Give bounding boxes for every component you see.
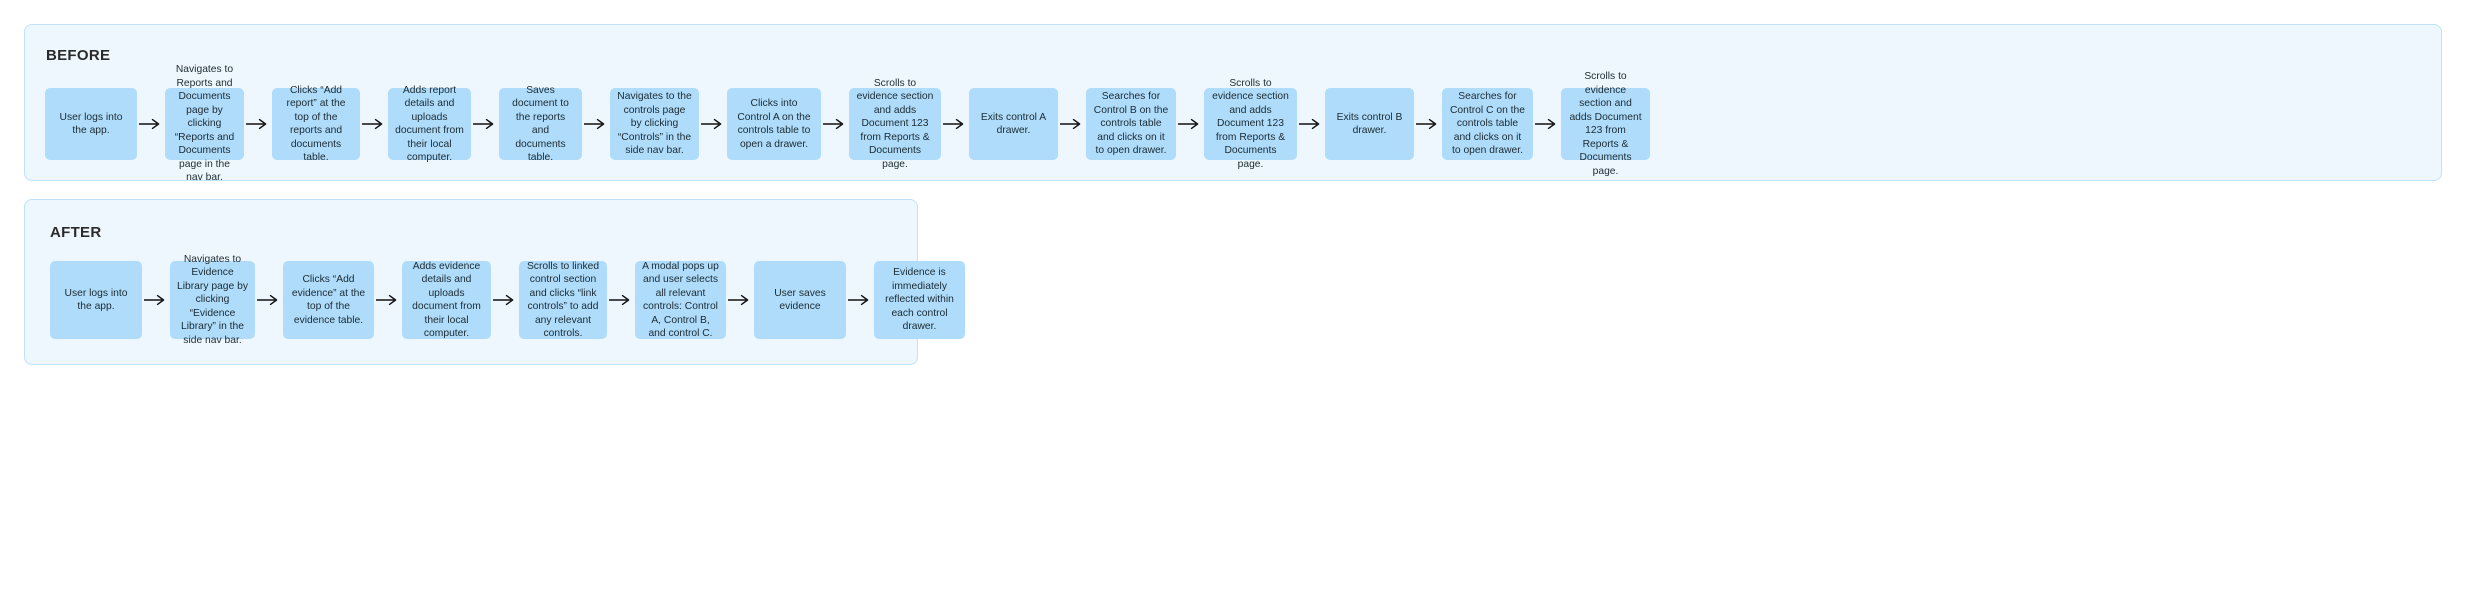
flow-step-node[interactable]: Navigates to the controls page by clicki… (610, 88, 699, 160)
flow-arrow (726, 291, 754, 309)
flow-step-node[interactable]: Adds report details and uploads document… (388, 85, 471, 163)
flow-arrow (607, 291, 635, 309)
flow-arrow (255, 291, 283, 309)
flow-arrow (1176, 115, 1204, 133)
flow-arrow (374, 291, 402, 309)
flow-step-node[interactable]: Evidence is immediately reflected within… (874, 261, 965, 339)
flow-step-label: Scrolls to evidence section and adds Doc… (1569, 71, 1642, 177)
flow-step-label: User saves evidence (774, 287, 826, 313)
flow-step-label: Navigates to Reports and Documents page … (174, 64, 235, 184)
before-panel: BEFORE User logs into the app. Navigates … (24, 24, 2442, 183)
flow-arrow (941, 115, 969, 133)
flow-step-node[interactable]: Searches for Control C on the controls t… (1442, 88, 1533, 160)
flow-step-label: Scrolls to evidence section and adds Doc… (1212, 77, 1289, 170)
flow-step-label: Clicks “Add report” at the top of the re… (286, 84, 346, 164)
flow-step-node[interactable]: Scrolls to evidence section and adds Doc… (1561, 71, 1650, 177)
flow-step-label: Searches for Control B on the controls t… (1093, 91, 1169, 157)
flow-step-node[interactable]: Clicks “Add report” at the top of the re… (272, 85, 360, 163)
flow-arrow (142, 291, 170, 309)
flow-step-label: Adds report details and uploads document… (395, 84, 464, 164)
flow-step-node[interactable]: Saves document to the reports and docume… (499, 85, 582, 163)
flow-step-label: Navigates to Evidence Library page by cl… (177, 253, 248, 346)
flow-step-node[interactable]: Exits control A drawer. (969, 88, 1058, 160)
flow-arrow (821, 115, 849, 133)
flow-arrow (491, 291, 519, 309)
flow-step-label: Exits control A drawer. (980, 111, 1047, 137)
flow-step-node[interactable]: Navigates to Reports and Documents page … (165, 64, 244, 183)
flow-step-label: User logs into the app. (59, 111, 123, 137)
flow-step-node[interactable]: User logs into the app. (50, 261, 142, 339)
flow-step-node[interactable]: User logs into the app. (45, 88, 137, 160)
flow-step-node[interactable]: Exits control B drawer. (1325, 88, 1414, 160)
flow-arrow (1414, 115, 1442, 133)
flow-step-node[interactable]: Searches for Control B on the controls t… (1086, 88, 1176, 160)
flow-step-label: Searches for Control C on the controls t… (1450, 91, 1525, 157)
flow-step-label: Evidence is immediately reflected within… (885, 267, 954, 333)
flow-arrow (360, 115, 388, 133)
flow-step-node[interactable]: Clicks into Control A on the controls ta… (727, 88, 821, 160)
flow-step-label: Navigates to the controls page by clicki… (617, 91, 692, 157)
flow-step-node[interactable]: Navigates to Evidence Library page by cl… (170, 254, 255, 346)
flow-step-label: Saves document to the reports and docume… (512, 84, 569, 164)
flow-step-node[interactable]: A modal pops up and user selects all rel… (635, 261, 726, 339)
flow-step-label: A modal pops up and user selects all rel… (642, 260, 719, 340)
flow-arrow (244, 115, 272, 133)
flow-step-node[interactable]: Scrolls to evidence section and adds Doc… (849, 78, 941, 170)
flow-step-label: Exits control B drawer. (1336, 111, 1403, 137)
flow-arrow (137, 115, 165, 133)
flow-arrow (582, 115, 610, 133)
flow-arrow (699, 115, 727, 133)
flow-step-node[interactable]: Scrolls to linked control section and cl… (519, 261, 607, 339)
flow-arrow (1058, 115, 1086, 133)
flow-arrow (846, 291, 874, 309)
flow-step-label: Adds evidence details and uploads docume… (412, 260, 481, 340)
flow-step-node[interactable]: User saves evidence (754, 261, 846, 339)
flow-arrow (1297, 115, 1325, 133)
flow-arrow (1533, 115, 1561, 133)
flow-step-node[interactable]: Clicks “Add evidence” at the top of the … (283, 261, 374, 339)
flow-step-label: Clicks “Add evidence” at the top of the … (291, 274, 366, 326)
flow-step-node[interactable]: Adds evidence details and uploads docume… (402, 261, 491, 339)
before-panel-title: BEFORE (46, 47, 111, 64)
flow-step-node[interactable]: Scrolls to evidence section and adds Doc… (1204, 78, 1297, 170)
flow-arrow (471, 115, 499, 133)
flow-step-label: User logs into the app. (64, 287, 128, 313)
after-flow-row: User logs into the app. Navigates to Evid… (50, 254, 965, 346)
flow-step-label: Clicks into Control A on the controls ta… (737, 98, 811, 150)
after-panel-title: AFTER (50, 224, 102, 241)
flow-step-label: Scrolls to evidence section and adds Doc… (856, 77, 934, 170)
flow-step-label: Scrolls to linked control section and cl… (526, 260, 600, 340)
before-flow-row: User logs into the app. Navigates to Repo… (45, 64, 1650, 183)
after-panel: AFTER User logs into the app. Navigates t… (24, 199, 965, 365)
